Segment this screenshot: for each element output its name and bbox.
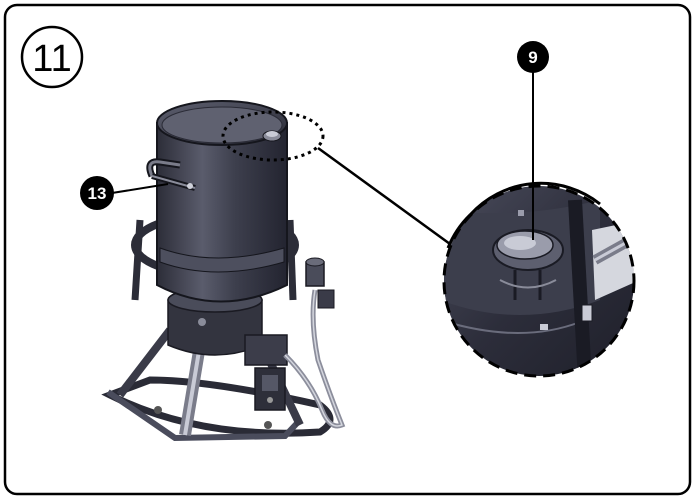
callout-13: 13 (80, 176, 169, 210)
panel-frame (3, 3, 692, 496)
stock-pot (146, 100, 288, 303)
callout-9-label: 9 (528, 48, 537, 67)
step-number: 11 (32, 38, 71, 80)
zoom-detail (442, 181, 636, 378)
step-badge: 11 (20, 25, 84, 89)
detail-highlight-ring (221, 110, 325, 162)
callout-9: 9 (517, 41, 549, 240)
callout-13-label: 13 (88, 184, 107, 203)
detail-connector-line (317, 146, 451, 246)
